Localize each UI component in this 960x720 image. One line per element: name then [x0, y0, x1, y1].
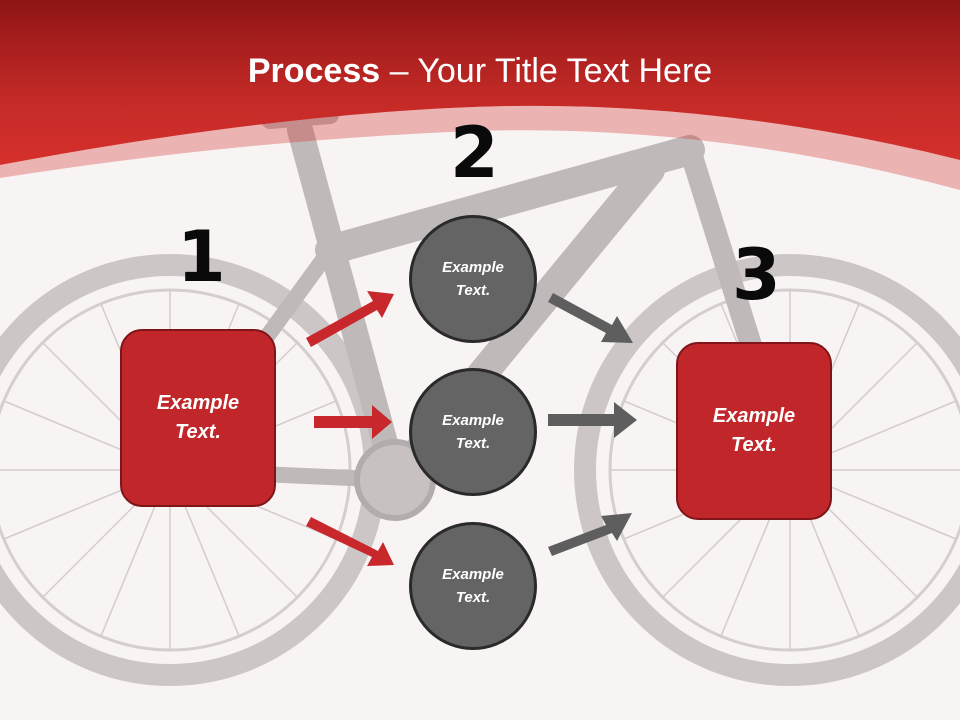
- arrows-left: [306, 291, 394, 566]
- step-box-1-label: Example Text.: [156, 392, 240, 443]
- step-box-1: Example Text.: [120, 329, 276, 507]
- circle-bottom-label: Example Text.: [442, 566, 504, 606]
- step-circle-bottom: Example Text.: [409, 522, 537, 650]
- step-number-1: 1: [177, 216, 226, 298]
- arrow-right: [548, 402, 637, 438]
- step-box-3-label: Example Text.: [712, 405, 796, 456]
- title-rest: – Your Title Text Here: [380, 52, 713, 90]
- slide-title: Process – Your Title Text Here: [0, 52, 960, 91]
- title-bold: Process: [247, 52, 381, 90]
- circle-middle-label: Example Text.: [442, 412, 504, 452]
- arrow-right-down: [548, 293, 633, 343]
- step-number-3: 3: [732, 234, 781, 316]
- step-circle-middle: Example Text.: [409, 368, 537, 496]
- step-circle-top: Example Text.: [409, 215, 537, 343]
- header-band: [0, 0, 960, 165]
- step-box-3: Example Text.: [676, 342, 832, 520]
- arrow-right-up: [306, 291, 394, 347]
- step-number-2: 2: [450, 112, 499, 194]
- header-wave-shadow: [0, 105, 960, 190]
- arrow-right-up: [548, 513, 632, 556]
- arrows-right: [548, 293, 637, 556]
- arrow-right-down: [306, 517, 394, 566]
- circle-top-label: Example Text.: [442, 259, 504, 299]
- arrow-right: [314, 405, 392, 439]
